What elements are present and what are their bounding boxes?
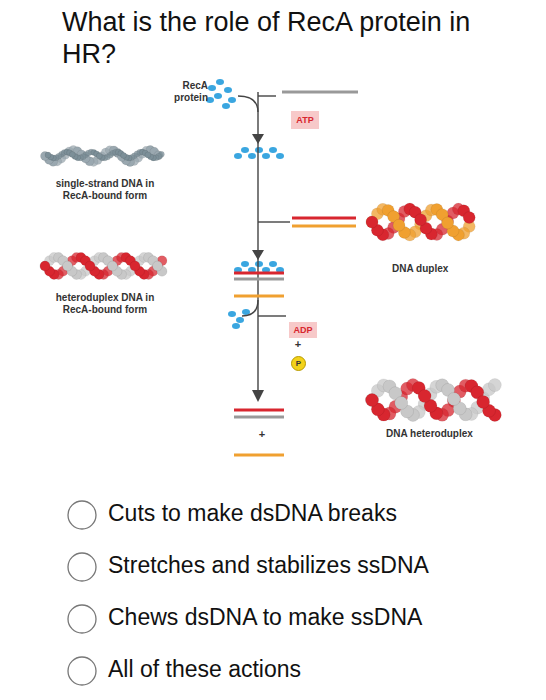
- molecule-box: ADP: [289, 322, 317, 338]
- answer-option: Cuts to make dsDNA breaks: [108, 500, 538, 526]
- arrowhead: [252, 250, 264, 260]
- radio-buttons: [68, 501, 96, 685]
- product-strand: [234, 409, 284, 412]
- answer-option: Stretches and stabilizes ssDNA: [108, 552, 538, 578]
- node-text: ATP: [296, 115, 313, 125]
- arrowhead: [252, 134, 264, 144]
- duplex-strand: [292, 217, 356, 220]
- node-text: ADP: [293, 325, 312, 335]
- figure-label: DNA duplex: [392, 263, 472, 275]
- phosphate-circle: P: [291, 356, 306, 371]
- question-title: What is the role of RecA protein in HR?: [62, 6, 502, 70]
- dna-models: [40, 146, 501, 422]
- ssdna-strand: [282, 91, 358, 94]
- product-strand: [234, 454, 284, 457]
- reaction-arrows: [238, 92, 290, 392]
- figure-label: RecA protein: [150, 80, 208, 103]
- product-strand: [234, 416, 284, 419]
- molecule-box: ATP: [291, 111, 319, 129]
- figure-label: DNA heteroduplex: [386, 428, 496, 440]
- figure-label: +: [291, 338, 305, 351]
- hetero-strand: [234, 278, 284, 281]
- answer-option: Chews dsDNA to make ssDNA: [108, 604, 538, 630]
- answer-option: All of these actions: [108, 656, 538, 682]
- reca-protein-blobs: [206, 79, 284, 329]
- figure-label: single-strand DNA in RecA-bound form: [40, 178, 170, 201]
- hetero-strand: [234, 272, 284, 275]
- figure-label: +: [255, 428, 269, 441]
- node-text: P: [296, 359, 301, 368]
- arrowhead: [252, 390, 264, 402]
- duplex-strand: [292, 225, 356, 228]
- figure-label: heteroduplex DNA in RecA-bound form: [40, 292, 170, 315]
- hetero-strand: [234, 295, 284, 298]
